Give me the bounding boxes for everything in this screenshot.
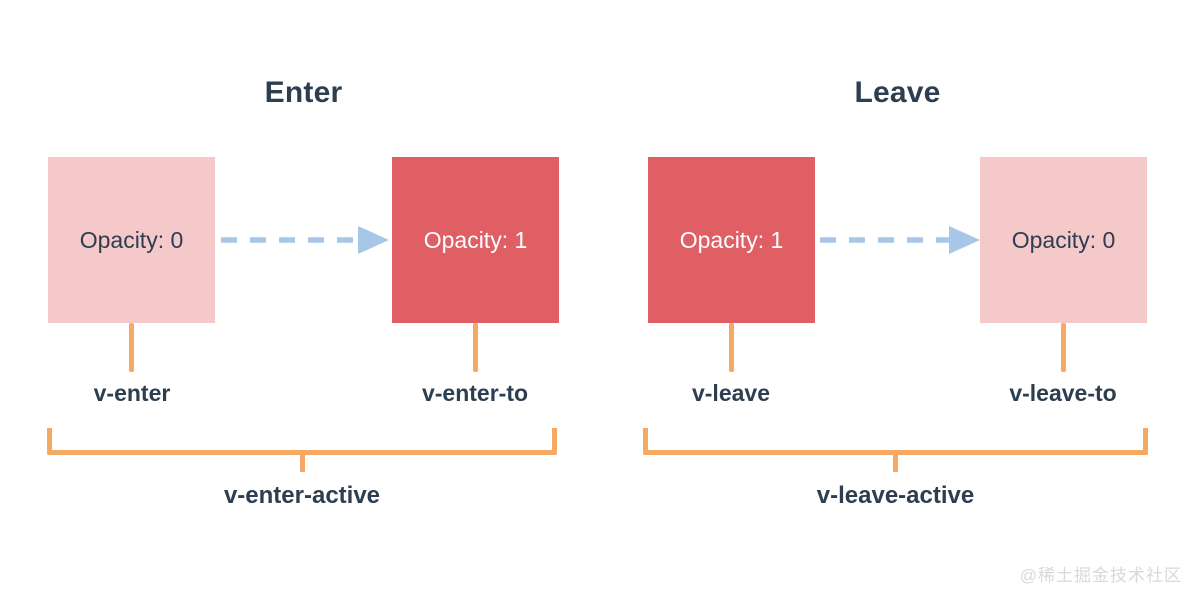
enter-panel-title: Enter	[264, 76, 343, 109]
leave-panel-title: Leave	[854, 76, 941, 109]
watermark: @稀土掘金技术社区	[1019, 566, 1182, 585]
enter-end-box-label: Opacity: 1	[423, 226, 528, 253]
enter-start-box-label: Opacity: 0	[79, 226, 184, 253]
enter-active-bracket-tick	[300, 455, 305, 472]
leave-end-connector-line	[1061, 323, 1066, 372]
leave-active-bracket-tick	[893, 455, 898, 472]
v-leave-label: v-leave	[691, 380, 770, 406]
v-enter-active-label: v-enter-active	[223, 482, 381, 509]
leave-end-box-label: Opacity: 0	[1011, 226, 1116, 253]
enter-start-box: Opacity: 0	[48, 157, 215, 323]
enter-end-connector-line	[473, 323, 478, 372]
enter-start-connector-line	[129, 323, 134, 372]
v-enter-label: v-enter	[93, 380, 171, 406]
v-leave-to-label: v-leave-to	[1009, 380, 1117, 406]
enter-transition-arrow-icon	[221, 222, 390, 258]
leave-active-bracket	[643, 428, 1148, 455]
v-leave-active-label: v-leave-active	[816, 482, 975, 509]
leave-start-connector-line	[729, 323, 734, 372]
leave-transition-arrow-icon	[820, 222, 981, 258]
enter-end-box: Opacity: 1	[392, 157, 559, 323]
leave-start-box: Opacity: 1	[648, 157, 815, 323]
enter-active-bracket	[47, 428, 557, 455]
leave-end-box: Opacity: 0	[980, 157, 1147, 323]
leave-start-box-label: Opacity: 1	[679, 226, 784, 253]
v-enter-to-label: v-enter-to	[421, 380, 529, 406]
